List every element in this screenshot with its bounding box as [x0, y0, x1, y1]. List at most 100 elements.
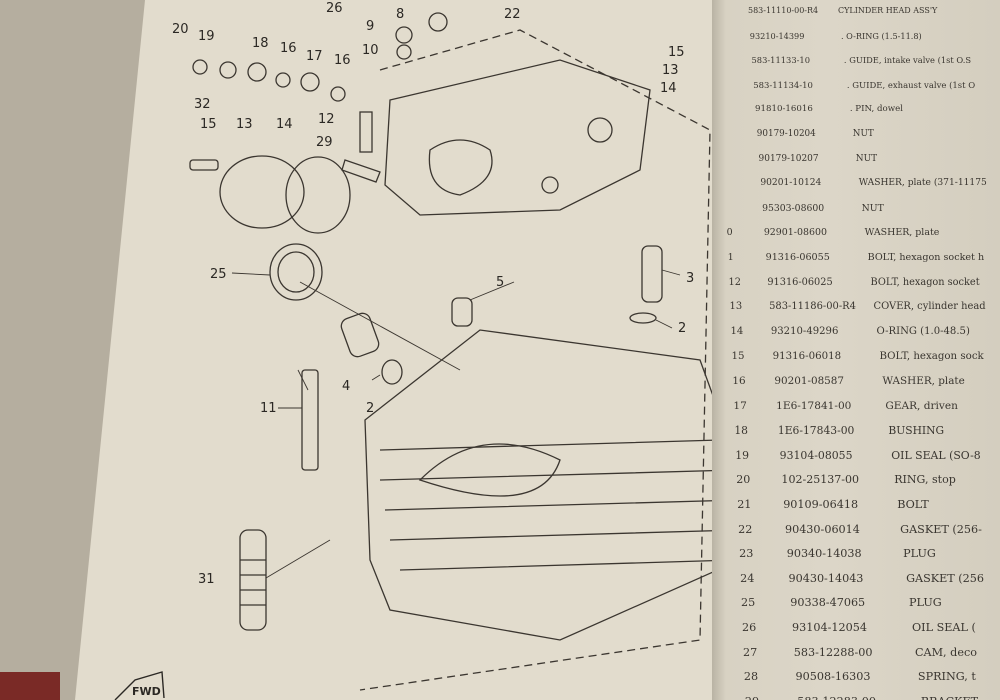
callout: 3 [686, 271, 694, 286]
parts-desc: NUT [852, 129, 874, 139]
callout: 32 [194, 97, 211, 112]
callout: 25 [210, 267, 227, 282]
parts-ref: 28 [743, 670, 759, 684]
parts-part-no: 95303-08600 [762, 202, 825, 214]
parts-ref: 0 [726, 227, 733, 239]
parts-desc: COVER, cylinder head [873, 301, 986, 313]
parts-part-no: 92901-08600 [763, 227, 827, 239]
parts-desc: . O-RING (1.5-11.8) [840, 30, 922, 41]
valve-guide-3 [641, 245, 663, 303]
parts-part-no: 1E6-17841-00 [776, 399, 852, 412]
parts-ref: 20 [736, 473, 751, 487]
parts-desc: NUT [855, 153, 878, 164]
callout: 26 [326, 1, 343, 16]
callout-labels: 20 19 18 16 17 26 9 8 22 10 16 32 15 13 … [172, 1, 694, 587]
parts-desc: GEAR, driven [885, 399, 958, 412]
callout: 13 [662, 63, 679, 78]
callout: 5 [496, 275, 504, 290]
bolt-11 [301, 369, 319, 471]
parts-part-no: 583-11134-10 [753, 79, 813, 90]
parts-part-no: 90201-08587 [774, 375, 845, 387]
parts-part-no: 90430-14043 [788, 571, 864, 585]
parts-desc: GASKET (256 [906, 571, 985, 585]
parts-part-no: 583-12283-00 [797, 695, 876, 700]
parts-desc: GASKET (256- [900, 522, 982, 536]
cam-housing [384, 59, 651, 216]
parts-ref: 17 [733, 399, 747, 412]
callout: 8 [396, 7, 404, 22]
parts-ref: 12 [728, 276, 741, 288]
parts-desc: CAM, deco [914, 645, 977, 659]
parts-ref: 19 [735, 448, 750, 462]
parts-part-no: 102-25137-00 [781, 473, 860, 487]
parts-part-no: 93210-49296 [770, 325, 839, 337]
parts-part-no: 583-11110-00-R4 [748, 6, 819, 15]
parts-part-no: 91316-06025 [767, 276, 833, 288]
parts-desc: WASHER, plate (371-11175 [858, 178, 987, 189]
parts-desc: CYLINDER HEAD ASS'Y [838, 6, 938, 15]
callout: 14 [276, 117, 293, 132]
parts-desc: . GUIDE, intake valve (1st O.S [843, 55, 972, 66]
callout: 16 [280, 41, 297, 56]
callout: 29 [316, 135, 333, 150]
callout: 20 [172, 22, 189, 37]
parts-part-no: 90340-14038 [786, 547, 862, 561]
callout: 22 [504, 7, 521, 22]
parts-ref: 27 [742, 645, 758, 659]
parts-part-no: 90109-06418 [783, 498, 859, 511]
parts-part-no: 583-11186-00-R4 [769, 301, 856, 313]
parts-part-no: 90201-10124 [760, 178, 822, 189]
callout: 17 [306, 49, 323, 64]
parts-desc: NUT [861, 202, 884, 214]
parts-desc: PLUG [903, 547, 936, 561]
parts-ref: 16 [732, 375, 746, 387]
stud-31 [239, 529, 267, 631]
parts-part-no: 93210-14399 [749, 30, 805, 41]
callout: 19 [198, 29, 215, 44]
parts-part-no: 583-11133-10 [751, 55, 811, 66]
o-ring-14 [285, 156, 351, 234]
plug-25 [269, 243, 323, 301]
callout: 9 [366, 19, 374, 34]
parts-desc: OIL SEAL ( [912, 621, 976, 634]
callout: 2 [678, 321, 686, 336]
parts-part-no: 90338-47065 [790, 596, 866, 610]
parts-part-no: 91810-16016 [755, 104, 813, 115]
parts-ref: 15 [731, 350, 745, 363]
parts-part-no: 91316-06055 [765, 252, 830, 263]
parts-desc: BOLT, hexagon sock [879, 350, 984, 363]
callout: 14 [660, 81, 677, 96]
cylinder-head-cover [219, 155, 305, 229]
parts-part-no: 91316-06018 [772, 350, 842, 363]
exploded-diagram: 20 19 18 16 17 26 9 8 22 10 16 32 15 13 … [114, 1, 730, 700]
callout: 31 [198, 572, 215, 587]
callout: 11 [260, 401, 277, 416]
parts-desc: BOLT, hexagon socket [870, 276, 980, 288]
parts-part-no: 93104-08055 [779, 448, 853, 462]
diagram-page [75, 0, 730, 700]
callout: 10 [362, 43, 379, 58]
parts-desc: WASHER, plate [882, 375, 965, 387]
callout: 2 [366, 401, 374, 416]
valve-guide-4 [340, 312, 380, 358]
parts-desc: BUSHING [888, 424, 945, 438]
cylinder-head [364, 329, 730, 641]
parts-desc: O-RING (1.0-48.5) [876, 325, 970, 337]
parts-ref: 1 [727, 252, 734, 263]
background-cover [0, 672, 60, 700]
callout: 15 [668, 45, 685, 60]
svg-text:FWD: FWD [132, 685, 161, 698]
callout: 13 [236, 117, 253, 132]
parts-part-no: 93104-12054 [792, 621, 867, 634]
parts-desc: BRACKET [921, 695, 978, 700]
parts-desc: . GUIDE, exhaust valve (1st O [846, 79, 976, 90]
callout: 16 [334, 53, 351, 68]
parts-ref: 21 [737, 498, 752, 511]
parts-part-no: 1E6-17843-00 [777, 424, 855, 438]
callout: 4 [342, 379, 350, 394]
parts-ref: 26 [742, 621, 757, 634]
fwd-arrow-icon: FWD [114, 671, 165, 700]
parts-ref: 14 [730, 325, 744, 337]
callout: 18 [252, 36, 269, 51]
parts-part-no: 583-12288-00 [793, 645, 873, 659]
